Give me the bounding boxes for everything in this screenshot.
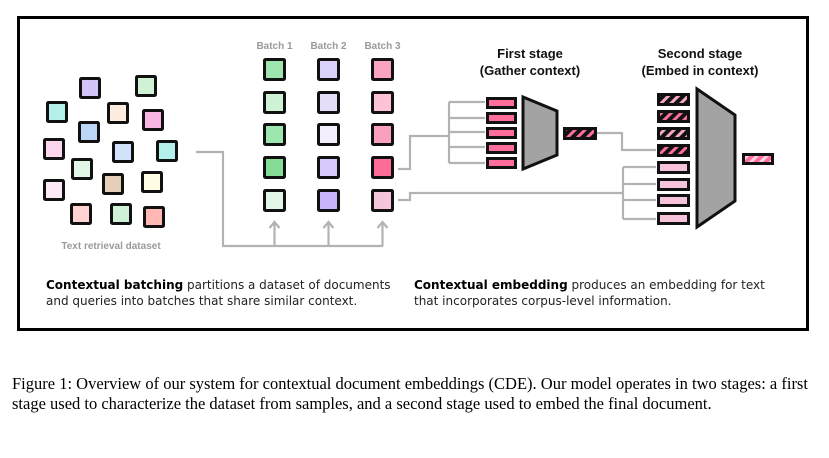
batch-document-square [317,156,340,179]
dataset-label: Text retrieval dataset [61,241,161,252]
dataset-document-square [78,121,100,143]
second-stage [657,86,774,230]
first-stage-subtitle: (Gather context) [480,63,580,78]
batch-document-square [263,156,286,179]
second-stage-doc-spine [621,165,656,221]
batch-label: Batch 3 [364,41,401,52]
batch-document-square [263,58,286,81]
first-stage-input-bar [486,112,517,124]
up-arrow-icon [322,220,335,246]
batch-to-first-stage-connector [398,134,449,171]
embedding-description: Contextual embedding produces an embeddi… [414,277,784,309]
dataset-document-square [141,171,163,193]
dataset-document-square [46,101,68,123]
batch-document-square [263,123,286,146]
embedding-text: produces an embedding for text that inco… [414,278,765,308]
document-token-bar [657,178,690,191]
dataset-to-batches-connector [196,150,383,248]
dataset-document-square [142,109,164,131]
batch-label: Batch 1 [256,41,293,52]
context-token-bar [657,127,690,140]
batch-document-square [263,91,286,114]
context-embedding-bar [563,127,597,140]
figure-caption: Figure 1: Overview of our system for con… [12,374,808,413]
batch-document-square [317,189,340,212]
first-stage [486,94,597,172]
dataset-document-square [135,75,157,97]
batch-to-second-stage-connector [398,191,623,202]
batch-document-square [371,189,394,212]
first-stage-input-bar [486,127,517,139]
dataset-document-square [102,173,124,195]
batch-document-square [371,58,394,81]
final-embedding-bar [742,153,774,165]
batch-document-square [263,189,286,212]
dataset-document-square [71,158,93,180]
first-stage-input-bar [486,157,517,169]
second-stage-title: Second stage [658,46,743,61]
first-stage-title: First stage [497,46,563,61]
document-token-bar [657,212,690,225]
dataset-document-square [43,179,65,201]
connector-lines [196,100,656,248]
batching-term: Contextual batching [46,278,184,292]
dataset-document-square [43,138,65,160]
batching-description: Contextual batching partitions a dataset… [46,277,396,309]
dataset-document-square [107,102,129,124]
document-token-bar [657,194,690,207]
batch-columns: Batch 1 Batch 2 Batch 3 [256,41,401,246]
context-token-bar [657,144,690,157]
batch-document-square [371,91,394,114]
batch-document-square [371,123,394,146]
first-stage-input-bar [486,142,517,154]
batch-document-square [317,58,340,81]
second-stage-encoder [695,86,737,230]
first-stage-input-spine [447,100,485,165]
batch-document-square [317,123,340,146]
up-arrow-icon [376,220,389,246]
dataset-document-square [143,206,165,228]
batch-document-square [317,91,340,114]
batching-text: partitions a dataset of documents and qu… [46,278,391,308]
dataset-document-square [110,203,132,225]
first-stage-input-bar [486,97,517,109]
dataset-document-square [156,140,178,162]
document-token-bar [657,161,690,174]
context-token-bar [657,110,690,123]
dataset-cluster [43,75,178,228]
context-to-second-stage-connector [597,131,656,152]
second-stage-subtitle: (Embed in context) [641,63,758,78]
batch-document-square [371,156,394,179]
dataset-document-square [70,203,92,225]
embedding-term: Contextual embedding [414,278,568,292]
dataset-document-square [79,77,101,99]
context-token-bar [657,93,690,106]
first-stage-encoder [521,94,559,172]
up-arrow-icon [268,220,281,246]
dataset-document-square [112,141,134,163]
batch-label: Batch 2 [310,41,347,52]
